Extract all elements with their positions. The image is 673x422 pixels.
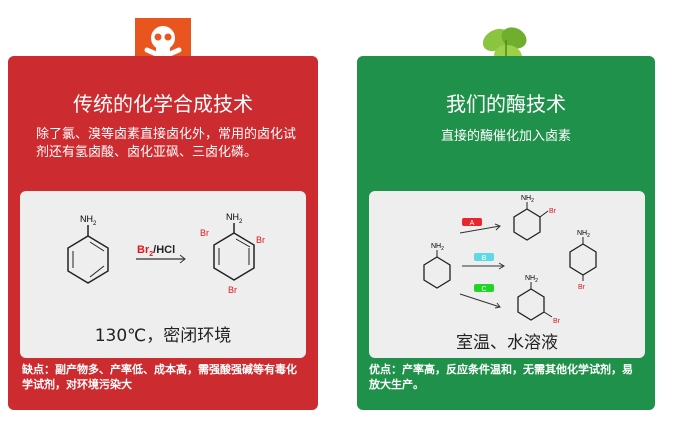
- svg-text:Br2/HCl: Br2/HCl: [137, 244, 175, 258]
- path-a: A: [459, 218, 501, 234]
- svg-text:Br: Br: [256, 235, 265, 245]
- para-bromoaniline: NH2 Br: [569, 230, 597, 291]
- reaction-diagram: NH2 A B C NH2 Br NH2 Br NH2 Br 室温、水溶液: [369, 191, 645, 358]
- drawbacks-text: 缺点：副产物多、产率低、成本高，需强酸强碱等有毒化学试剂，对环境污染大: [22, 363, 297, 391]
- svg-text:A: A: [470, 220, 475, 227]
- panel-description: 除了氯、溴等卤素直接卤化外，常用的卤化试剂还有氢卤酸、卤化亚砜、三卤化磷。: [36, 127, 297, 160]
- reaction-diagram: NH2 Br2/HCl NH2 Br Br Br 130℃，密闭环境: [20, 191, 306, 358]
- svg-text:C: C: [481, 286, 486, 293]
- enzymatic-pathways: NH2 A B C NH2 Br NH2 Br NH2 Br: [423, 195, 597, 325]
- path-c: C: [459, 284, 501, 309]
- panel-title: 我们的酶技术: [446, 92, 566, 116]
- svg-text:NH2: NH2: [80, 214, 97, 227]
- tribromoaniline-structure: NH2 Br Br Br: [200, 212, 265, 295]
- svg-text:Br: Br: [200, 228, 209, 238]
- panel-description: 直接的酶催化加入卤素: [440, 129, 571, 144]
- svg-text:Br: Br: [549, 208, 557, 215]
- traditional-method-panel: 传统的化学合成技术 除了氯、溴等卤素直接卤化外，常用的卤化试剂还有氢卤酸、卤化亚…: [8, 56, 318, 410]
- reaction-conditions: 130℃，密闭环境: [94, 326, 232, 346]
- svg-text:NH2: NH2: [431, 243, 444, 252]
- svg-text:NH2: NH2: [577, 230, 590, 239]
- svg-text:NH2: NH2: [525, 275, 538, 284]
- reagent-arrow: Br2/HCl: [136, 244, 186, 264]
- aniline-structure: NH2: [67, 214, 109, 284]
- path-b: B: [462, 253, 505, 270]
- ortho-bromoaniline: NH2 Br: [513, 195, 557, 241]
- svg-text:Br: Br: [228, 285, 237, 295]
- panel-title: 传统的化学合成技术: [73, 92, 253, 116]
- svg-text:Br: Br: [553, 318, 561, 325]
- bromination-reaction: NH2 Br2/HCl NH2 Br Br Br: [67, 212, 265, 295]
- advantages-text: 优点：产率高，反应条件温和，无需其他化学试剂，易放大生产。: [369, 363, 633, 391]
- meta-bromoaniline: NH2 Br: [517, 275, 561, 325]
- svg-text:NH2: NH2: [226, 212, 243, 225]
- enzyme-method-panel: 我们的酶技术 直接的酶催化加入卤素 NH2 A B C NH2 Br NH2 B…: [357, 56, 655, 410]
- svg-text:B: B: [482, 255, 487, 262]
- aniline-structure: NH2: [423, 243, 451, 289]
- svg-text:Br: Br: [578, 284, 586, 291]
- reaction-conditions: 室温、水溶液: [456, 333, 558, 353]
- svg-text:NH2: NH2: [521, 195, 534, 204]
